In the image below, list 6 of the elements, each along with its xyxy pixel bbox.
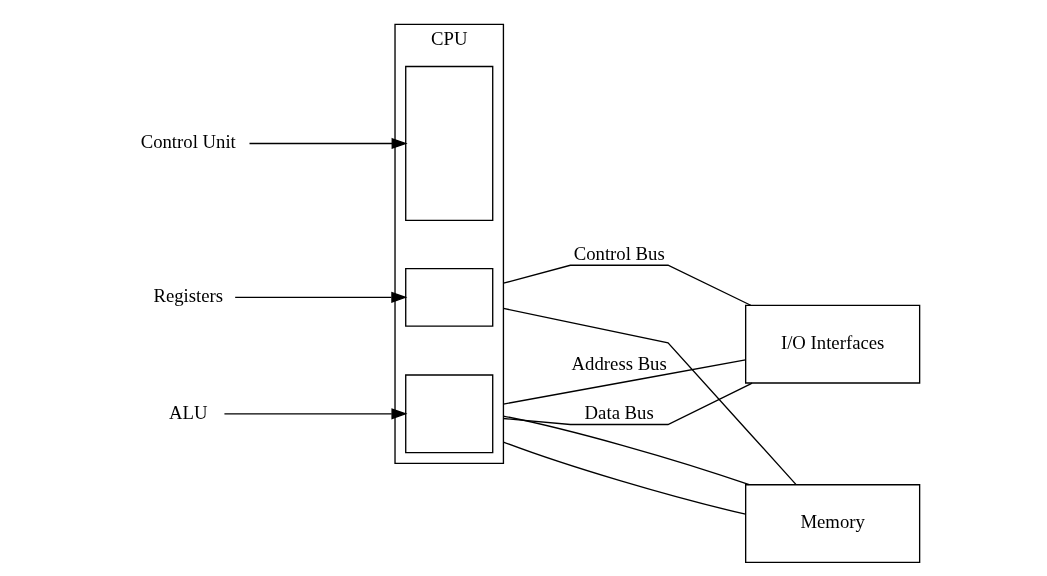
node-text: ALU	[169, 401, 208, 423]
edge-label: Control Bus	[573, 243, 665, 265]
edge-label: Address Bus	[571, 352, 667, 374]
node-text: Control Unit	[140, 131, 236, 153]
node-text: Registers	[153, 285, 224, 307]
edge-label: Data Bus	[584, 402, 654, 424]
